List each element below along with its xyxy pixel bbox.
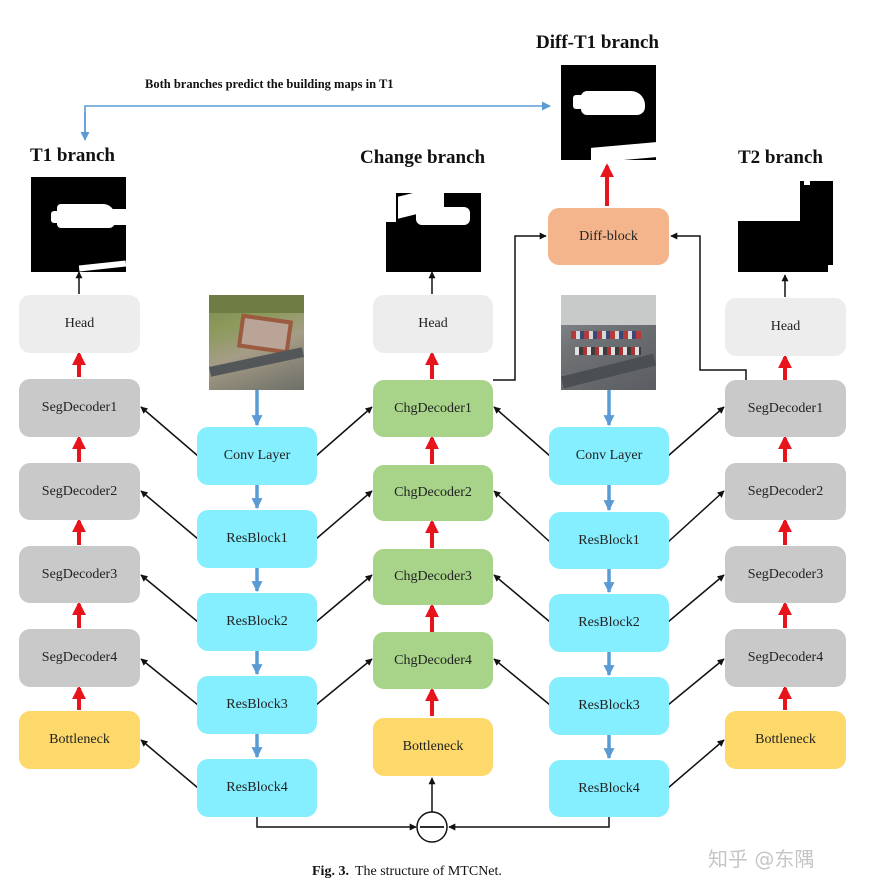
t1-aerial-image — [209, 295, 304, 390]
t1-segdecoder2: SegDecoder2 — [19, 463, 140, 520]
chgdecoder1: ChgDecoder1 — [373, 380, 493, 437]
caption-label: Fig. 3. — [312, 864, 349, 879]
chgdecoder2: ChgDecoder2 — [373, 465, 493, 521]
t2-segdecoder4: SegDecoder4 — [725, 629, 846, 687]
encoder-t1-to-t1-branch — [140, 406, 199, 789]
t2-conv-layer: Conv Layer — [549, 427, 669, 485]
t2-resblock2: ResBlock2 — [549, 594, 669, 652]
t1-segdecoder3: SegDecoder3 — [19, 546, 140, 603]
t1-resblock3: ResBlock3 — [197, 676, 317, 734]
diff-branch-title: Diff-T1 branch — [536, 32, 659, 53]
t2-building-map — [738, 177, 833, 272]
t2-bottleneck: Bottleneck — [725, 711, 846, 769]
t1-resblock4: ResBlock4 — [197, 759, 317, 817]
t1-building-map — [31, 177, 126, 272]
t1-head: Head — [19, 295, 140, 353]
t1-resblock2: ResBlock2 — [197, 593, 317, 651]
caption-text: The structure of MTCNet. — [354, 864, 502, 879]
resblock4-t2-to-subtract — [448, 816, 610, 831]
t1-segdecoder4: SegDecoder4 — [19, 629, 140, 687]
t2-resblock3: ResBlock3 — [549, 677, 669, 735]
diff-block: Diff-block — [548, 208, 669, 265]
resblock4-t1-to-subtract — [256, 816, 417, 831]
encoder-t2-to-t2-branch — [667, 406, 725, 789]
t1-segdecoder1: SegDecoder1 — [19, 379, 140, 437]
top-note: Both branches predict the building maps … — [145, 77, 394, 91]
t2-head: Head — [725, 298, 846, 356]
watermark: 知乎 @东隅 — [708, 847, 815, 871]
top-feedback-line — [84, 101, 551, 138]
chgdecoder3: ChgDecoder3 — [373, 549, 493, 605]
encoder-t2-to-change-branch — [493, 406, 551, 706]
t1-resblock1: ResBlock1 — [197, 510, 317, 568]
t2-aerial-image — [561, 295, 656, 390]
change-bottleneck: Bottleneck — [373, 718, 493, 776]
change-branch-title: Change branch — [360, 147, 486, 168]
t2-branch-title: T2 branch — [738, 147, 823, 168]
t2-segdecoder3: SegDecoder3 — [725, 546, 846, 603]
t2-segdecoder2: SegDecoder2 — [725, 463, 846, 520]
t2-resblock1: ResBlock1 — [549, 512, 669, 569]
chgdecoder4: ChgDecoder4 — [373, 632, 493, 689]
diff-building-map — [561, 65, 656, 160]
chgdecoder1-to-diff — [493, 232, 547, 381]
encoder-t1-to-change-branch — [315, 406, 373, 706]
t1-branch-title: T1 branch — [30, 145, 115, 166]
change-head: Head — [373, 295, 493, 353]
t1-conv-layer: Conv Layer — [197, 427, 317, 485]
t2-segdecoder1: SegDecoder1 — [725, 380, 846, 437]
t2-resblock4: ResBlock4 — [549, 760, 669, 817]
figure-caption: Fig. 3. The structure of MTCNet. — [312, 864, 502, 880]
change-building-map — [386, 177, 481, 272]
t1-bottleneck: Bottleneck — [19, 711, 140, 769]
t2-segdecoder1-to-diff — [670, 232, 747, 380]
